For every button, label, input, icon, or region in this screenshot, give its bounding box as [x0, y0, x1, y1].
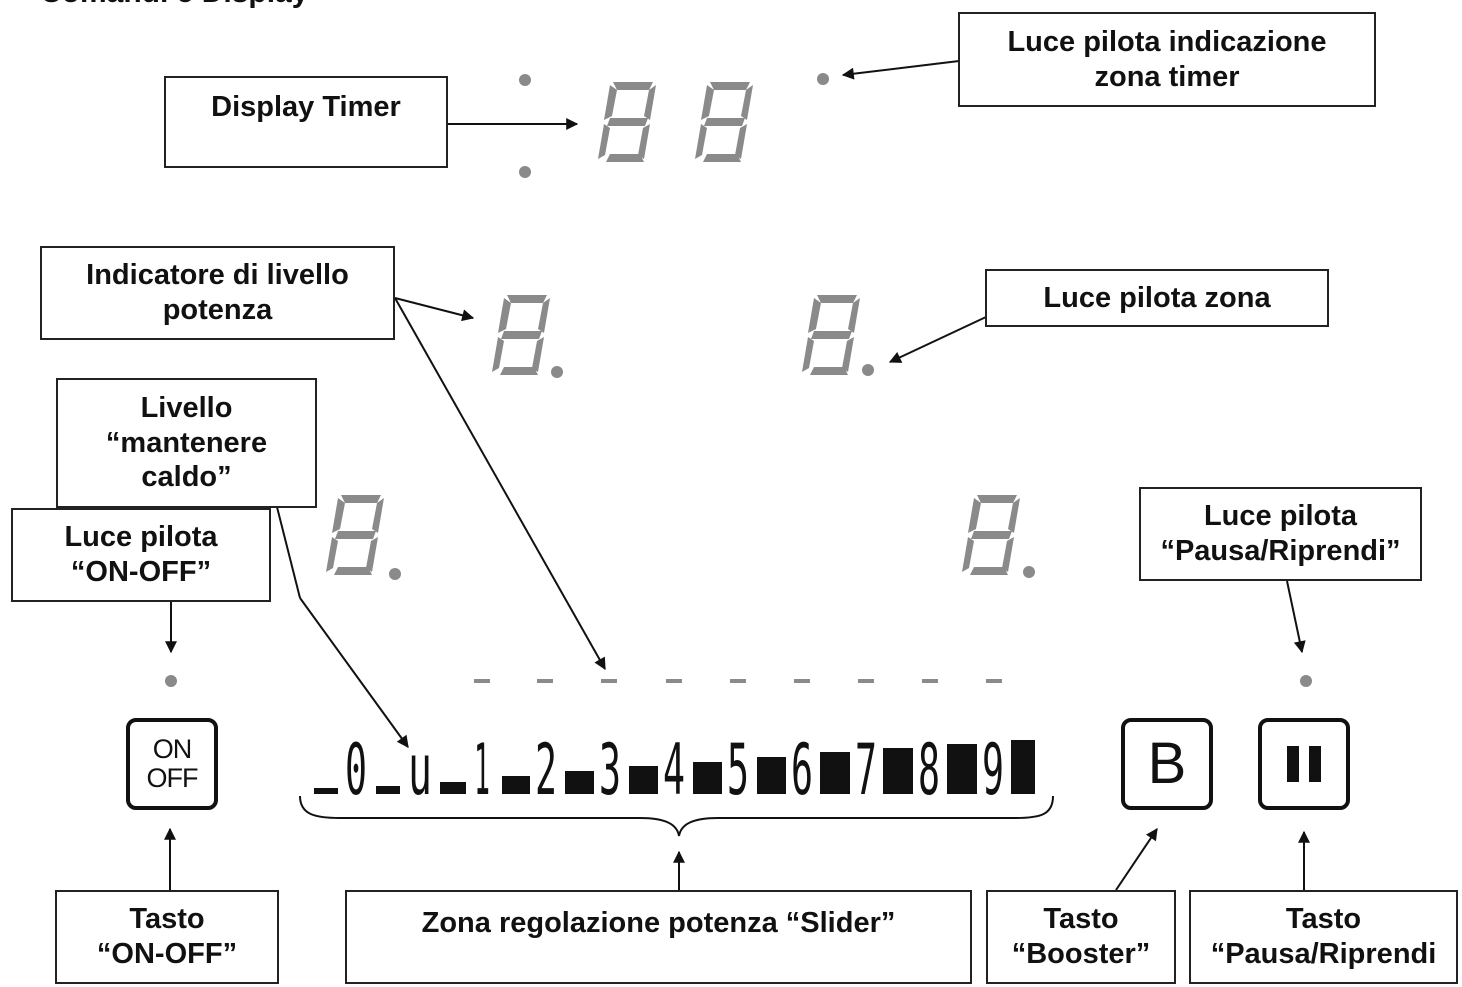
zone-display-top-left [492, 295, 550, 375]
callout-pause-light: Luce pilota “Pausa/Riprendi” [1139, 487, 1422, 581]
slider-level-8[interactable]: 8 [918, 729, 940, 811]
slider-level-7[interactable]: 7 [855, 729, 877, 811]
arrow-booster-key [1115, 828, 1158, 891]
arrow-pause-light [1286, 580, 1306, 654]
timer-display [519, 73, 829, 178]
callout-power-level-indicator: Indicatore di livello potenza [40, 246, 395, 340]
off-label: OFF [146, 763, 199, 793]
slider-digits[interactable]: 0 u 1 2 3 4 5 6 7 8 9 [345, 729, 1004, 811]
timer-zone-light [817, 73, 829, 85]
arrow-power-level-slider [394, 297, 606, 671]
pause-light [1300, 675, 1312, 687]
slider-level-6[interactable]: 6 [791, 729, 813, 811]
pause-icon [1287, 746, 1321, 782]
zone-displays [326, 295, 1035, 580]
callout-zone-light: Luce pilota zona [985, 269, 1329, 327]
callout-on-off-key: Tasto “ON-OFF” [55, 890, 279, 984]
pause-key[interactable] [1258, 718, 1350, 810]
slider-level-5[interactable]: 5 [727, 729, 749, 811]
callout-display-timer: Display Timer [164, 76, 448, 168]
callout-on-off-light: Luce pilota “ON-OFF” [11, 508, 271, 602]
slider-level-1[interactable]: 1 [474, 729, 490, 811]
timer-digit-1 [598, 82, 656, 162]
arrow-timer-zone-light [841, 60, 960, 80]
callout-arrows [164, 60, 1310, 891]
slider-level-4[interactable]: 4 [663, 729, 685, 811]
on-off-key[interactable]: ON OFF [126, 718, 218, 810]
arrow-keep-warm-line-b [299, 597, 409, 748]
timer-colon-dot-bottom [519, 166, 531, 178]
on-label: ON [152, 733, 192, 764]
slider-brace [299, 795, 1054, 837]
zone-display-top-right [802, 295, 860, 375]
slider-level-0[interactable]: 0 [345, 729, 367, 811]
booster-key[interactable]: B [1121, 718, 1213, 810]
arrow-power-level-display [394, 297, 475, 322]
slider-level-2[interactable]: 2 [535, 729, 557, 811]
slider-bars[interactable] [314, 740, 1035, 794]
timer-colon-dot-top [519, 74, 531, 86]
zone-display-bottom-left [326, 495, 384, 575]
callout-booster-key: Tasto “Booster” [986, 890, 1176, 984]
zone-light-top-left [551, 366, 563, 378]
slider-level-3[interactable]: 3 [599, 729, 621, 811]
callout-keep-warm-level: Livello “mantenere caldo” [56, 378, 317, 508]
page-title: Comandi e Display [40, 0, 308, 8]
timer-digit-2 [695, 82, 753, 162]
arrow-keep-warm-line-a [276, 506, 301, 599]
booster-label: B [1147, 731, 1187, 796]
on-off-light [165, 675, 177, 687]
zone-light-top-right [862, 364, 874, 376]
callout-timer-zone-light: Luce pilota indicazione zona timer [958, 12, 1376, 107]
callout-slider-zone: Zona regolazione potenza “Slider” [345, 890, 972, 984]
arrow-zone-light [888, 316, 987, 363]
zone-light-bottom-left [389, 568, 401, 580]
callout-pause-key: Tasto “Pausa/Riprendi [1189, 890, 1458, 984]
zone-display-bottom-right [962, 495, 1020, 575]
slider-level-u[interactable]: u [408, 729, 432, 811]
zone-light-bottom-right [1023, 566, 1035, 578]
slider-level-9[interactable]: 9 [982, 729, 1004, 811]
